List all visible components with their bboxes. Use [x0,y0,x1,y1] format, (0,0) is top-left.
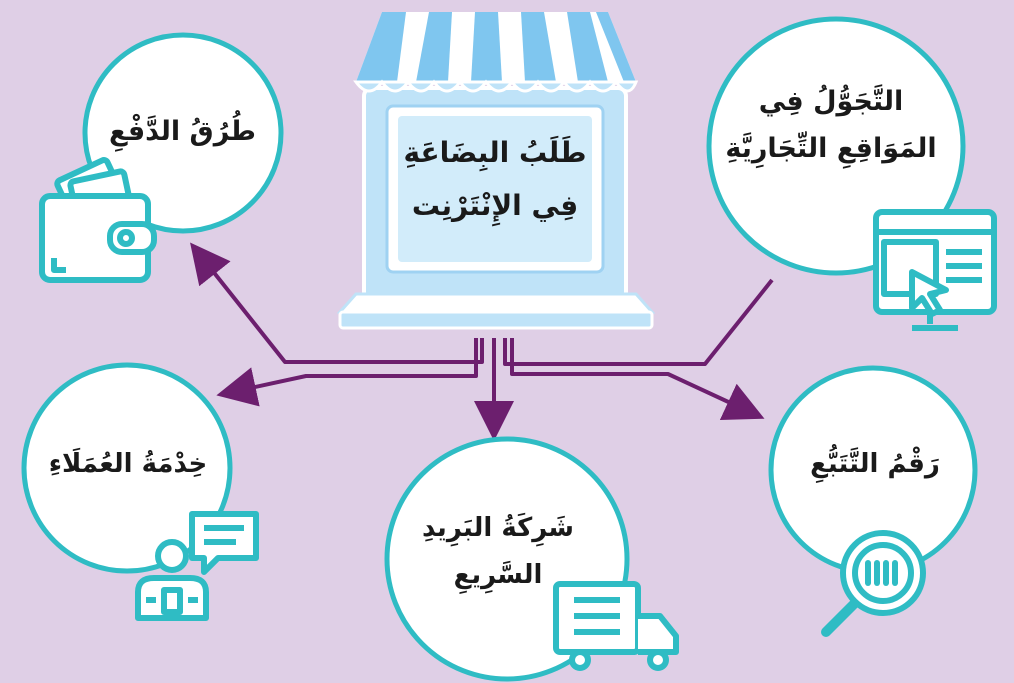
tracking-label-line-1: رَقْمُ التَّتَبُّعِ [810,449,940,479]
express-post-label-line-2: السَّرِيعِ [453,559,543,590]
line-from-browsing [503,278,774,366]
customer-service-label: خِدْمَةُ العُمَلَاءِ [28,444,228,486]
customer-service-icon [135,511,259,621]
arrow-to-tracking [510,338,765,421]
tracking-label: رَقْمُ التَّتَبُّعِ [790,444,960,486]
customer-service-circle [21,362,233,574]
customer-service-label-line-1: خِدْمَةُ العُمَلَاءِ [48,449,208,479]
center-title: طَلَبُ البِضَاعَةِ فِي الإِنْتَرْنِت [400,126,590,232]
browsing-label: التَّجَوُّلُ فِي المَوَاقِعِ التِّجَارِي… [716,78,946,173]
center-title-line-1: طَلَبُ البِضَاعَةِ [403,136,587,169]
center-title-line-2: فِي الإِنْتَرْنِت [411,189,579,223]
browsing-label-line-1: التَّجَوُّلُ فِي [758,86,904,117]
payment-label: طُرُقُ الدَّفْعِ [95,110,270,153]
arrow-to-customer-service [216,338,478,407]
payment-label-line-1: طُرُقُ الدَّفْعِ [109,116,256,147]
express-post-label: شَرِكَةُ البَرِيدِ السَّرِيعِ [398,505,598,599]
browsing-label-line-2: المَوَاقِعِ التِّجَارِيَّةِ [725,133,937,165]
express-post-label-line-1: شَرِكَةُ البَرِيدِ [422,513,574,543]
arrow-to-payment [190,242,484,364]
storefront-icon [336,12,656,330]
browser-cursor-icon [873,209,997,331]
payment-circle [82,32,284,234]
wallet-icon [39,157,157,283]
delivery-truck-icon [553,581,679,671]
magnifier-barcode-icon [821,530,926,637]
